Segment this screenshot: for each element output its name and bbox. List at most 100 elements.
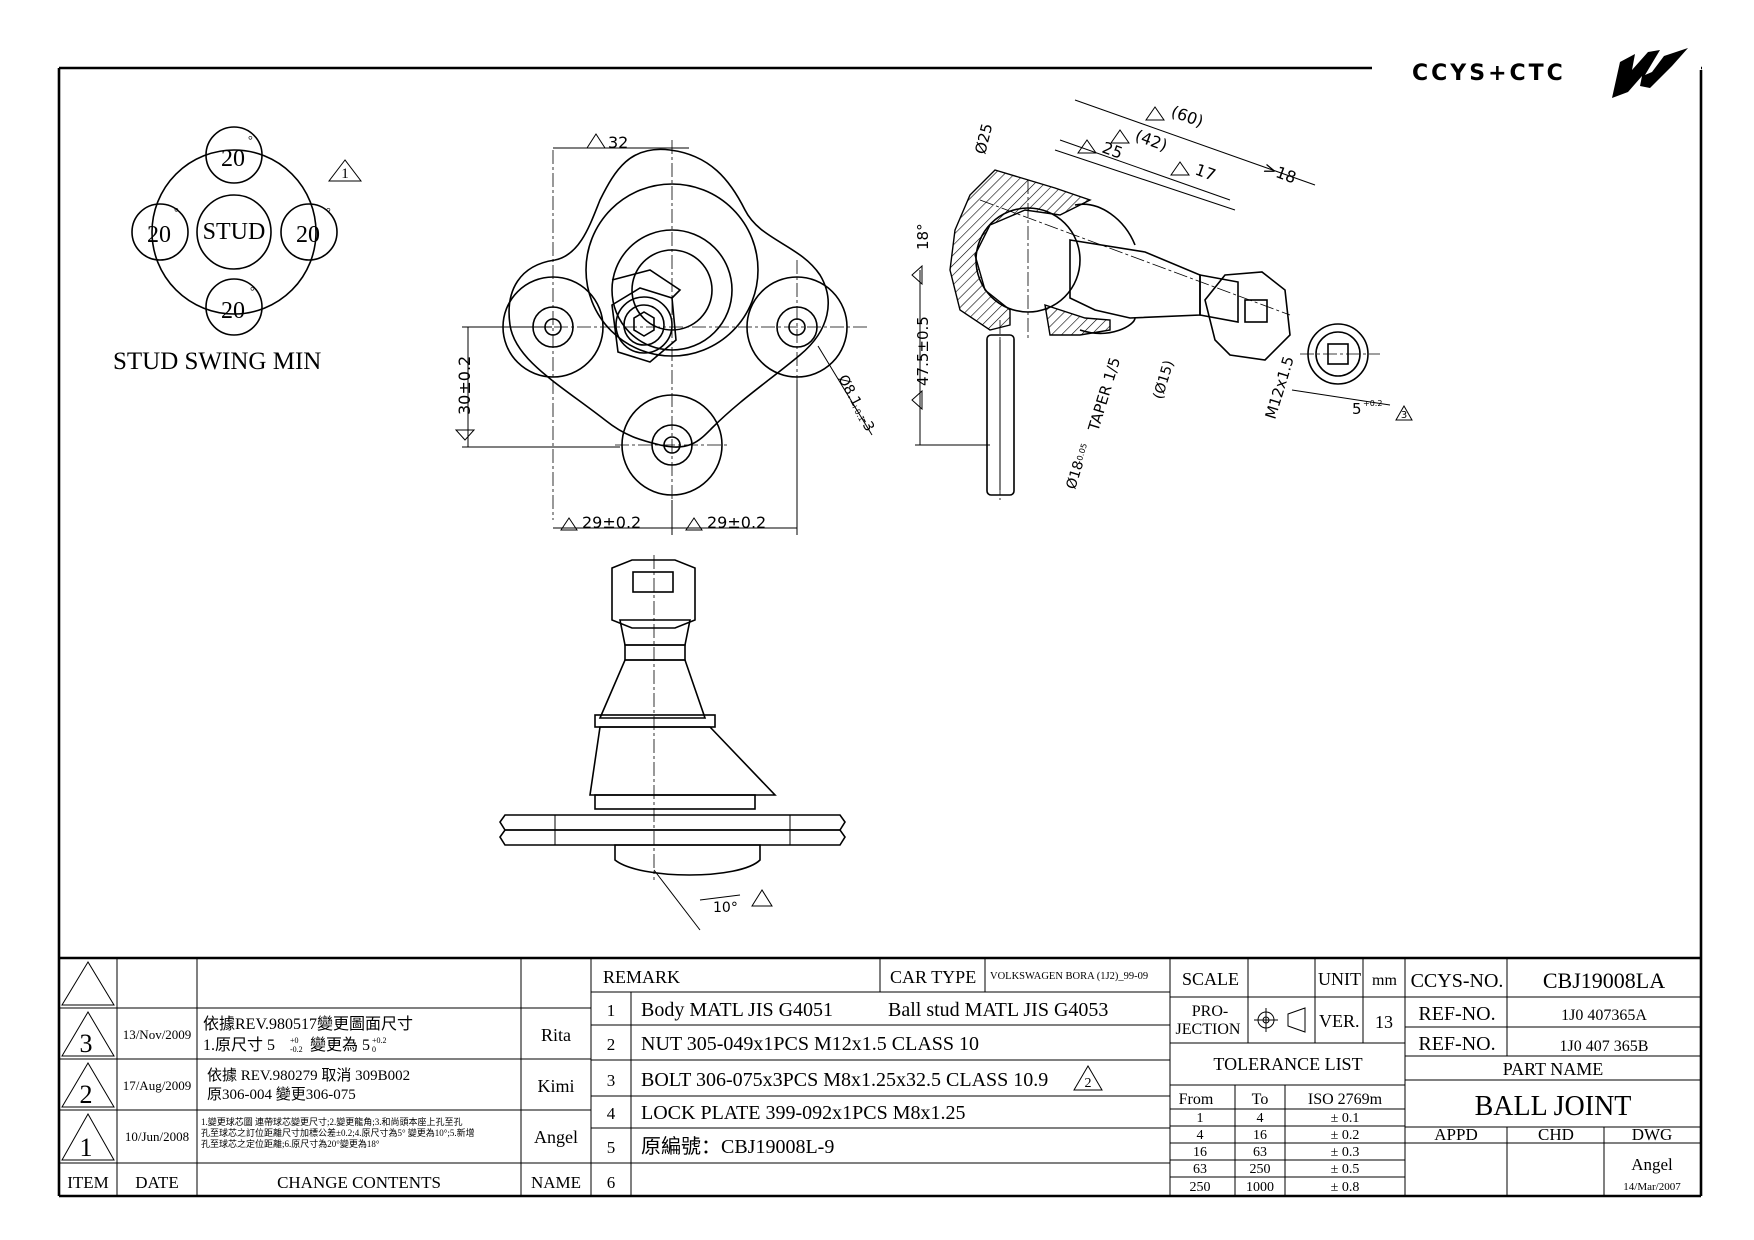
rev-item-1: 1 (80, 1133, 93, 1162)
dim-18: >18 (1261, 158, 1299, 187)
degree-mark: ° (174, 205, 179, 219)
logo-mark-icon (1612, 48, 1688, 98)
dim-phi25: Ø25 (971, 122, 996, 156)
dim-29-left: 29±0.2 (582, 513, 641, 532)
appd-label: APPD (1434, 1125, 1477, 1144)
tol-header: From (1179, 1091, 1214, 1108)
tol-from: 1 (1197, 1111, 1204, 1126)
ref-no-2: 1J0 407 365B (1560, 1038, 1649, 1055)
revision-mark: 1 (341, 166, 349, 182)
degree-mark: ° (248, 133, 253, 147)
dim-47: 47.5±0.5 (914, 316, 932, 386)
dim-hole: Ø8.1 (834, 372, 864, 409)
dim-m12: M12x1.5 (1262, 354, 1298, 421)
revision-triangle-icon (61, 1062, 115, 1108)
ref-no-label: REF-NO. (1418, 1033, 1495, 1055)
swing-center-label: STUD (203, 219, 266, 245)
projection-label: JECTION (1176, 1021, 1241, 1038)
remark-no: 3 (607, 1071, 616, 1090)
revision-triangle-icon (911, 264, 923, 286)
scale-label: SCALE (1182, 969, 1239, 989)
rev-content-3-line1: 依據REV.980517變更圖面尺寸 (203, 1015, 413, 1033)
header-name: NAME (531, 1173, 581, 1192)
tol-from: 63 (1193, 1162, 1207, 1177)
remark-no: 6 (607, 1173, 616, 1192)
tol-to: 63 (1253, 1145, 1267, 1160)
revision-triangle-icon (61, 1112, 115, 1161)
dim-taper: TAPER 1/5 (1084, 355, 1124, 434)
revision-table: 3 2 1 13/Nov/2009 17/Aug/2009 10/Jun/200… (59, 958, 592, 1196)
dim-60: (60) (1169, 102, 1206, 131)
dim-phi18-tol: -0.05 (1074, 442, 1089, 464)
dim-hole-count: -3 (856, 414, 877, 434)
revision-triangle-icon (1073, 1065, 1103, 1091)
remark-no: 5 (607, 1138, 616, 1157)
revision-triangle-icon (327, 159, 363, 182)
header-item: ITEM (67, 1173, 109, 1192)
company-logo: CCYS+CTC (1412, 48, 1688, 98)
tol-value: ± 0.3 (1331, 1145, 1360, 1160)
rev-tol: -0.2 (290, 1045, 303, 1054)
dim-phi15: (Ø15) (1151, 358, 1178, 401)
chd-label: CHD (1538, 1125, 1574, 1144)
revision-triangle-icon (685, 517, 703, 531)
car-type-value: VOLKSWAGEN BORA (1J2)_99-09 (990, 971, 1148, 982)
plan-view: 32 30±0.2 29±0.2 29±0.2 Ø8.1 +0.1 -3 (454, 133, 877, 535)
third-angle-projection-icon (1254, 1007, 1306, 1033)
stud-swing-caption: STUD SWING MIN (113, 348, 321, 375)
rev-date-2: 17/Aug/2009 (123, 1078, 192, 1093)
rev-item-3: 3 (80, 1029, 93, 1058)
dim-30: 30±0.2 (455, 356, 474, 415)
dim-42: (42) (1133, 126, 1170, 155)
rev-content-3-mid: 變更為 5 (310, 1036, 370, 1054)
revision-triangle-icon (1170, 161, 1190, 176)
revision-triangle-icon (1110, 129, 1130, 144)
tol-value: ± 0.2 (1331, 1128, 1360, 1143)
dim-25: 25 (1100, 138, 1126, 163)
dim-29-right: 29±0.2 (707, 513, 766, 532)
remark-item-1b: Ball stud MATL JIS G4053 (888, 999, 1108, 1021)
tol-from: 250 (1190, 1180, 1211, 1195)
revision-mark: 2 (1085, 1076, 1092, 1091)
ccys-no-value: CBJ19008LA (1543, 968, 1665, 993)
tolerance-title: TOLERANCE LIST (1213, 1054, 1362, 1074)
tol-to: 250 (1250, 1162, 1271, 1177)
rev-tol: 0 (372, 1045, 376, 1054)
remark-label: REMARK (603, 967, 680, 987)
remark-no: 2 (607, 1035, 616, 1054)
car-type-label: CAR TYPE (890, 967, 976, 987)
rev-tol: +0.2 (372, 1036, 387, 1045)
stud-swing-diagram: 20 20 20 20 ° ° ° ° STUD STUD SWING MIN … (113, 126, 363, 375)
drawing-date: 14/Mar/2007 (1623, 1181, 1681, 1193)
scale-tolerance-block: SCALE UNIT mm PRO- JECTION VER. 13 TOLER… (1170, 958, 1406, 1196)
rev-tol: +0 (290, 1036, 299, 1045)
revision-triangle-icon (1395, 404, 1413, 421)
tol-to: 1000 (1246, 1180, 1274, 1195)
rev-content-3-line2: 1.原尺寸 5 (203, 1036, 275, 1054)
ver-value: 13 (1375, 1012, 1393, 1032)
revision-triangle-icon (586, 133, 606, 149)
title-block: CCYS-NO. CBJ19008LA REF-NO. 1J0 407365A … (1405, 958, 1701, 1196)
header-change-contents: CHANGE CONTENTS (277, 1173, 441, 1192)
dim-32: 32 (608, 133, 628, 152)
swing-bottom-value: 20 (221, 298, 245, 324)
revision-triangle-icon (1145, 106, 1165, 121)
revision-triangle-icon (1077, 139, 1097, 154)
revision-triangle-icon (751, 889, 773, 907)
tol-from: 16 (1193, 1145, 1207, 1160)
unit-label: UNIT (1318, 969, 1361, 989)
ver-label: VER. (1319, 1011, 1360, 1031)
remark-item-3: BOLT 306-075x3PCS M8x1.25x32.5 CLASS 10.… (641, 1069, 1048, 1091)
tol-value: ± 0.1 (1331, 1111, 1360, 1126)
side-view: 10° (499, 555, 846, 931)
tol-header: To (1252, 1091, 1269, 1108)
revision-triangle-icon (911, 389, 923, 411)
part-name-value: BALL JOINT (1475, 1091, 1632, 1122)
ref-no-label: REF-NO. (1418, 1003, 1495, 1025)
projection-label: PRO- (1192, 1003, 1228, 1020)
dim-5: 5 (1352, 400, 1362, 418)
swing-top-value: 20 (221, 146, 245, 172)
part-name-label: PART NAME (1503, 1059, 1603, 1079)
tol-to: 16 (1253, 1128, 1267, 1143)
